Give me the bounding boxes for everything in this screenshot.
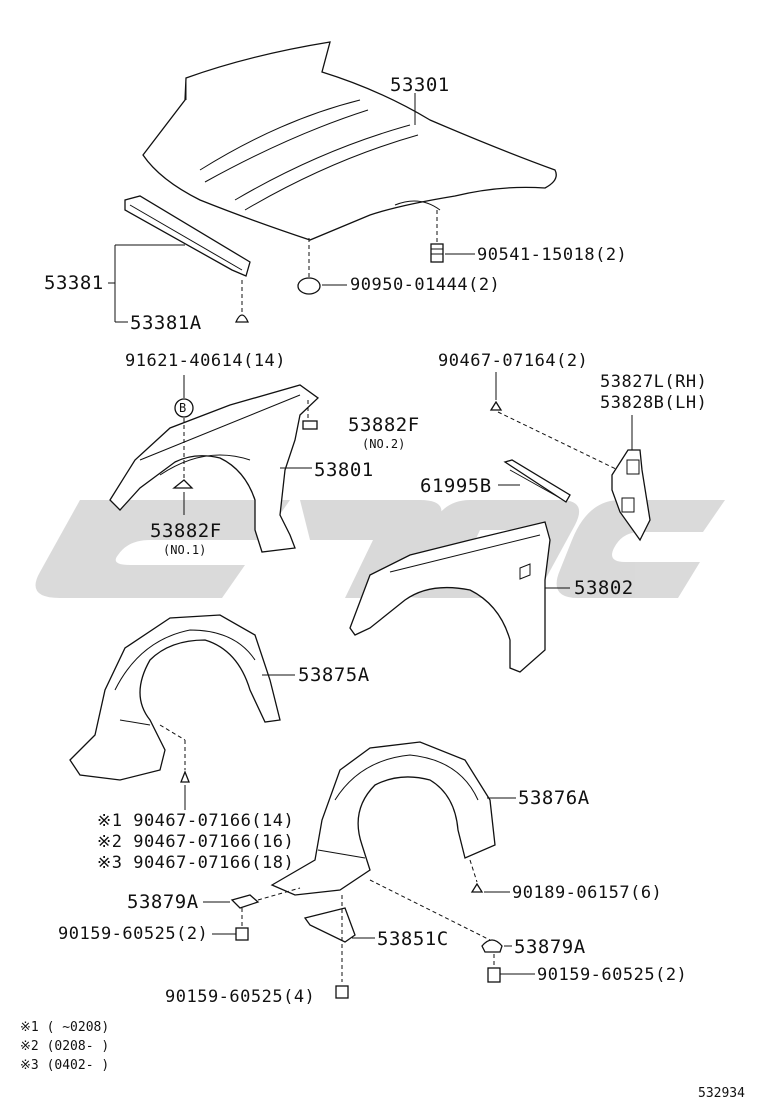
label-shield-left: 53879A (127, 891, 199, 913)
label-clip-3: ※3 90467-07166(18) (97, 853, 295, 873)
label-clip-1: ※1 90467-07166(14) (97, 811, 295, 831)
label-screw-top: 90467-07164(2) (438, 351, 589, 371)
footnote-1: ※1 ( ~0208) (20, 1020, 109, 1035)
fender-rh (109, 384, 320, 553)
screw-top (489, 400, 503, 411)
label-fender-protector-rh: 53882F (348, 414, 420, 436)
cover (303, 907, 356, 943)
label-bolt-bottom: 90159-60525(4) (165, 987, 316, 1007)
label-screw-right: 90189-06157(6) (512, 883, 663, 903)
label-fender-protector-lh-no: (NO.1) (163, 543, 207, 557)
diagram-id: 532934 (698, 1086, 745, 1101)
label-hood: 53301 (390, 74, 450, 96)
footnotes: ※1 ( ~0208) ※2 (0208- ) ※3 (0402- ) (20, 1020, 109, 1073)
hood-part (142, 41, 557, 241)
footnote-range: (0402- ) (46, 1058, 110, 1073)
shield-left (230, 894, 260, 909)
label-bracket-rh: 53827L(RH) (600, 372, 708, 392)
footnote-mark: ※3 (20, 1058, 39, 1073)
seal-strip (503, 459, 571, 503)
label-shield-right: 53879A (514, 936, 586, 958)
seal-clip (235, 314, 249, 323)
label-fender-lh: 53802 (574, 577, 634, 599)
label-bracket-lh: 53828B(LH) (600, 393, 708, 413)
footnote-range: (0208- ) (46, 1039, 110, 1054)
footnote-2: ※2 (0208- ) (20, 1039, 109, 1054)
label-seal-clip: 53381A (130, 312, 202, 334)
bolt-bottom (335, 985, 349, 999)
label-bolt-right: 90159-60525(2) (537, 965, 688, 985)
label-fender-bolt: 91621-40614(14) (125, 351, 287, 371)
footnote-mark: ※2 (20, 1039, 39, 1054)
label-fender-protector-rh-no: (NO.2) (362, 437, 406, 451)
hood-seal (124, 195, 251, 277)
label-fender-rh: 53801 (314, 459, 374, 481)
label-hood-bumper: 90541-15018(2) (477, 245, 628, 265)
bolt-left (235, 927, 249, 941)
liner-lh (270, 741, 496, 896)
label-liner-lh: 53876A (518, 787, 590, 809)
bolt-right (487, 967, 501, 983)
label-seal-strip: 61995B (420, 475, 492, 497)
label-fender-protector-lh: 53882F (150, 520, 222, 542)
hood-cushion (297, 277, 321, 295)
fender-lh (349, 521, 551, 673)
footnote-mark: ※1 (20, 1020, 39, 1035)
label-cover: 53851C (377, 928, 449, 950)
label-clip-2: ※2 90467-07166(16) (97, 832, 295, 852)
label-hood-cushion: 90950-01444(2) (350, 275, 501, 295)
label-seal-group: 53381 (44, 272, 104, 294)
clip-rh (180, 770, 190, 783)
fender-protector-rh (302, 420, 318, 430)
screw-right (470, 882, 484, 893)
label-bolt-left: 90159-60525(2) (58, 924, 209, 944)
footnote-3: ※3 (0402- ) (20, 1058, 109, 1073)
footnote-range: ( ~0208) (46, 1020, 110, 1035)
liner-rh (69, 614, 281, 781)
hood-bumper (430, 243, 444, 263)
label-liner-rh: 53875A (298, 664, 370, 686)
shield-right (481, 939, 503, 953)
label-marker-b: B (179, 401, 187, 415)
fender-protector-lh (172, 479, 194, 489)
